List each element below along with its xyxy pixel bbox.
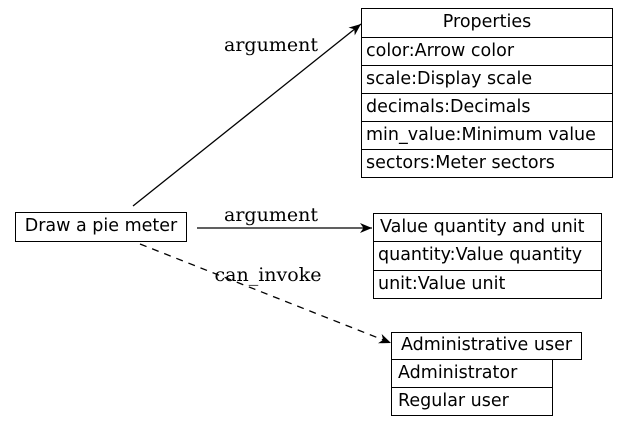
node-value-quantity-and-unit: Value quantity and unit quantity:Value q… <box>373 213 602 299</box>
edge-label-argument-top: argument <box>224 34 318 56</box>
edge-label-can-invoke: can_invoke <box>215 264 322 286</box>
properties-title: Properties <box>361 8 613 38</box>
admin-title: Administrative user <box>391 332 582 360</box>
node-draw-a-pie-meter: Draw a pie meter <box>15 212 187 242</box>
admin-row-regular-user: Regular user <box>391 388 553 416</box>
properties-row-min-value: min_value:Minimum value <box>361 122 613 150</box>
admin-row-administrator: Administrator <box>391 360 553 388</box>
node-draw-label: Draw a pie meter <box>24 216 178 237</box>
value-row-unit: unit:Value unit <box>373 271 602 299</box>
properties-row-sectors: sectors:Meter sectors <box>361 150 613 178</box>
properties-row-color: color:Arrow color <box>361 38 613 66</box>
value-row-quantity: quantity:Value quantity <box>373 242 602 271</box>
value-title: Value quantity and unit <box>373 213 602 242</box>
node-administrative-user: Administrative user Administrator Regula… <box>391 332 582 416</box>
edge-label-argument-middle: argument <box>224 204 318 226</box>
properties-row-decimals: decimals:Decimals <box>361 94 613 122</box>
properties-row-scale: scale:Display scale <box>361 66 613 94</box>
node-properties: Properties color:Arrow color scale:Displ… <box>361 8 613 178</box>
edge-argument-properties-line <box>132 23 362 207</box>
edge-can-invoke-line <box>139 243 392 344</box>
